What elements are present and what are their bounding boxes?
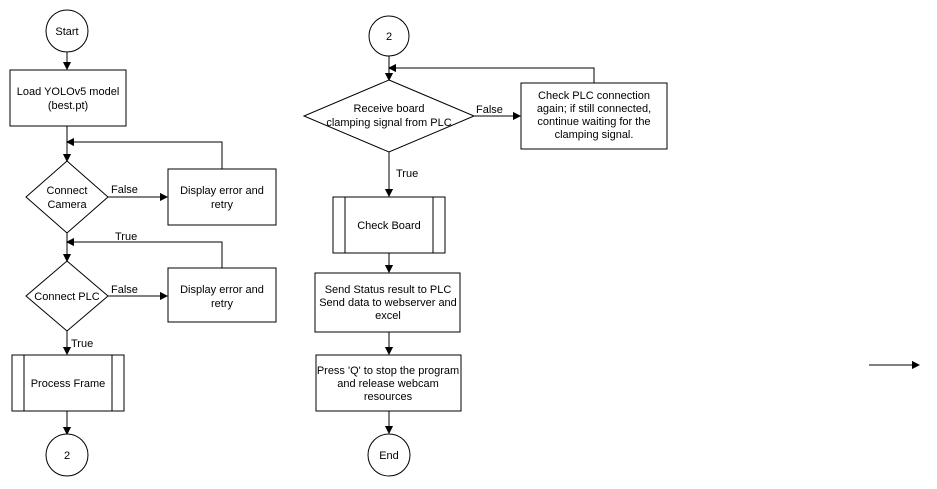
connect-camera-decision: Connect Camera	[25, 160, 109, 234]
camera-error-box: Display error and retry	[167, 168, 277, 226]
press-q-box: Press 'Q' to stop the program and releas…	[315, 354, 462, 412]
plc-error-label-line2: retry	[211, 298, 234, 310]
camera-false-label: False	[111, 184, 138, 196]
receive-signal-label-line1: Receive board	[354, 103, 425, 115]
check-board-box: Check Board	[332, 196, 446, 254]
end-node-label: End	[379, 450, 399, 462]
edge-plc-retry-loop	[67, 242, 223, 268]
plc-error-box: Display error and retry	[167, 267, 277, 323]
signal-false-label: False	[476, 104, 503, 116]
load-model-label-line1: Load YOLOv5 model	[17, 86, 120, 98]
connect-camera-label-line2: Camera	[47, 199, 87, 211]
connector-in-label: 2	[386, 31, 392, 43]
connector-out-node: 2	[45, 433, 89, 477]
load-model-box: Load YOLOv5 model (best.pt)	[9, 69, 127, 127]
press-q-label-line3: resources	[364, 391, 413, 403]
edge-camera-retry-loop	[67, 142, 223, 169]
process-frame-label: Process Frame	[31, 378, 106, 390]
connect-plc-label: Connect PLC	[34, 291, 99, 303]
plc-true-label: True	[71, 338, 93, 350]
end-node: End	[367, 433, 411, 477]
edge-check-plc-loop	[389, 68, 595, 83]
load-model-label-line2: (best.pt)	[48, 100, 88, 112]
plc-error-label-line1: Display error and	[180, 284, 264, 296]
connect-camera-label-line1: Connect	[47, 185, 88, 197]
press-q-label-line1: Press 'Q' to stop the program	[317, 365, 459, 377]
send-status-label-line2: Send data to webserver and	[319, 297, 457, 309]
connector-out-label: 2	[64, 450, 70, 462]
plc-false-label: False	[111, 284, 138, 296]
check-plc-box: Check PLC connection again; if still con…	[520, 82, 668, 150]
send-status-label-line1: Send Status result to PLC	[325, 284, 452, 296]
camera-true-label: True	[115, 231, 137, 243]
send-status-box: Send Status result to PLC Send data to w…	[314, 272, 461, 333]
signal-true-label: True	[396, 168, 418, 180]
check-board-label: Check Board	[357, 220, 421, 232]
check-plc-label-line3: continue waiting for the	[537, 116, 650, 128]
connector-in-node: 2	[368, 15, 410, 57]
start-node: Start	[45, 9, 89, 53]
camera-error-label-line1: Display error and	[180, 185, 264, 197]
check-plc-label-line1: Check PLC connection	[538, 90, 650, 102]
send-status-label-line3: excel	[375, 310, 401, 322]
check-plc-label-line2: again; if still connected,	[537, 103, 651, 115]
receive-signal-decision: Receive board clamping signal from PLC	[302, 79, 476, 153]
press-q-label-line2: and release webcam	[337, 378, 439, 390]
process-frame-box: Process Frame	[11, 354, 125, 412]
start-node-label: Start	[55, 26, 78, 38]
receive-signal-label-line2: clamping signal from PLC	[326, 117, 451, 129]
connect-plc-decision: Connect PLC	[25, 260, 109, 332]
camera-error-label-line2: retry	[211, 199, 234, 211]
check-plc-label-line4: clamping signal.	[555, 129, 634, 141]
